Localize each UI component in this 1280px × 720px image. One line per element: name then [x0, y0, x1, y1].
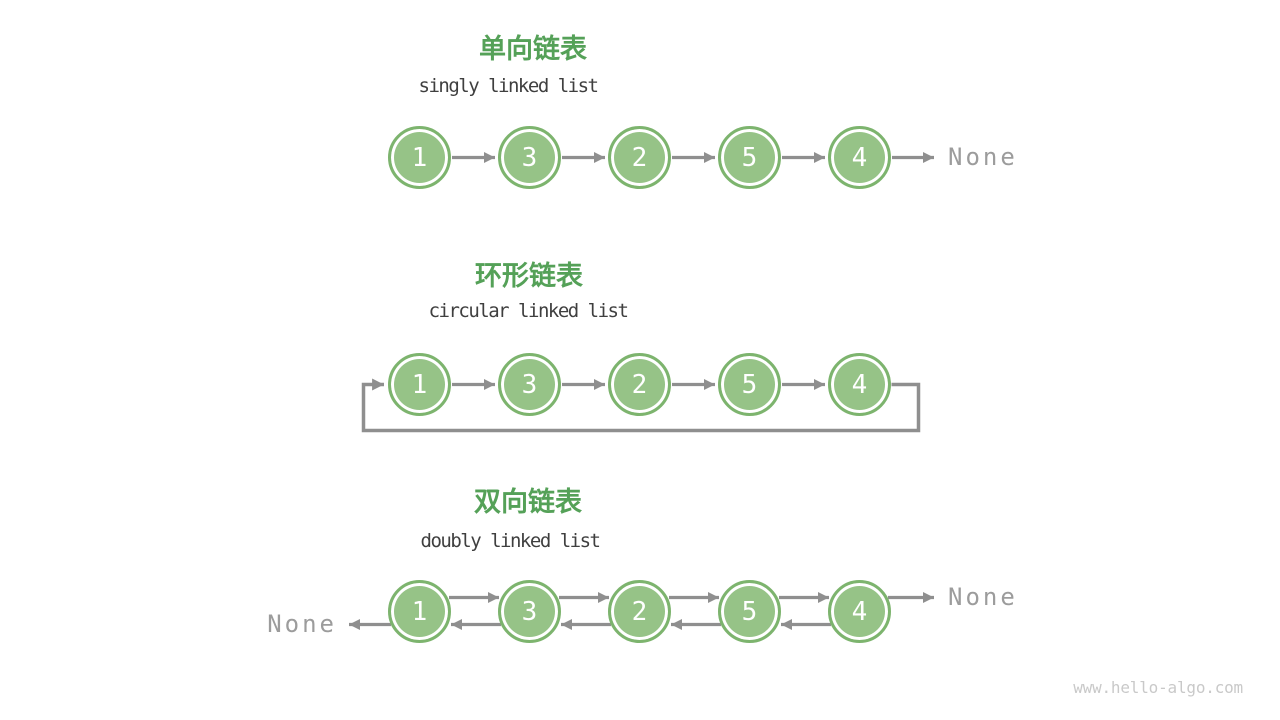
- singly-node-4: 5: [718, 126, 781, 189]
- doubly-node-4: 5: [718, 580, 781, 643]
- singly-node-2: 3: [498, 126, 561, 189]
- doubly-node-5: 4: [828, 580, 891, 643]
- circular-subtitle: circular linked list: [428, 300, 629, 322]
- doubly-title: 双向链表: [474, 487, 582, 518]
- node-value: 4: [851, 142, 868, 173]
- node-value: 2: [631, 369, 648, 400]
- singly-node-1: 1: [388, 126, 451, 189]
- doubly-none-label-right: None: [948, 583, 1018, 611]
- circular-title: 环形链表: [475, 261, 583, 292]
- singly-node-3: 2: [608, 126, 671, 189]
- doubly-node-2: 3: [498, 580, 561, 643]
- doubly-node-3: 2: [608, 580, 671, 643]
- circular-node-5: 4: [828, 353, 891, 416]
- circular-node-1: 1: [388, 353, 451, 416]
- node-value: 3: [521, 596, 538, 627]
- singly-title: 单向链表: [479, 34, 587, 65]
- doubly-none-label-left: None: [267, 610, 337, 638]
- node-value: 4: [851, 369, 868, 400]
- node-value: 2: [631, 596, 648, 627]
- node-value: 2: [631, 142, 648, 173]
- node-value: 1: [411, 369, 428, 400]
- singly-subtitle: singly linked list: [418, 75, 599, 97]
- circular-node-4: 5: [718, 353, 781, 416]
- node-value: 5: [741, 596, 758, 627]
- node-value: 1: [411, 596, 428, 627]
- node-value: 5: [741, 142, 758, 173]
- node-value: 4: [851, 596, 868, 627]
- singly-none-label: None: [948, 143, 1018, 171]
- circular-node-2: 3: [498, 353, 561, 416]
- node-value: 3: [521, 369, 538, 400]
- node-value: 3: [521, 142, 538, 173]
- node-value: 5: [741, 369, 758, 400]
- doubly-node-1: 1: [388, 580, 451, 643]
- node-value: 1: [411, 142, 428, 173]
- circular-node-3: 2: [608, 353, 671, 416]
- watermark: www.hello-algo.com: [1073, 678, 1243, 697]
- singly-node-5: 4: [828, 126, 891, 189]
- doubly-subtitle: doubly linked list: [420, 530, 601, 552]
